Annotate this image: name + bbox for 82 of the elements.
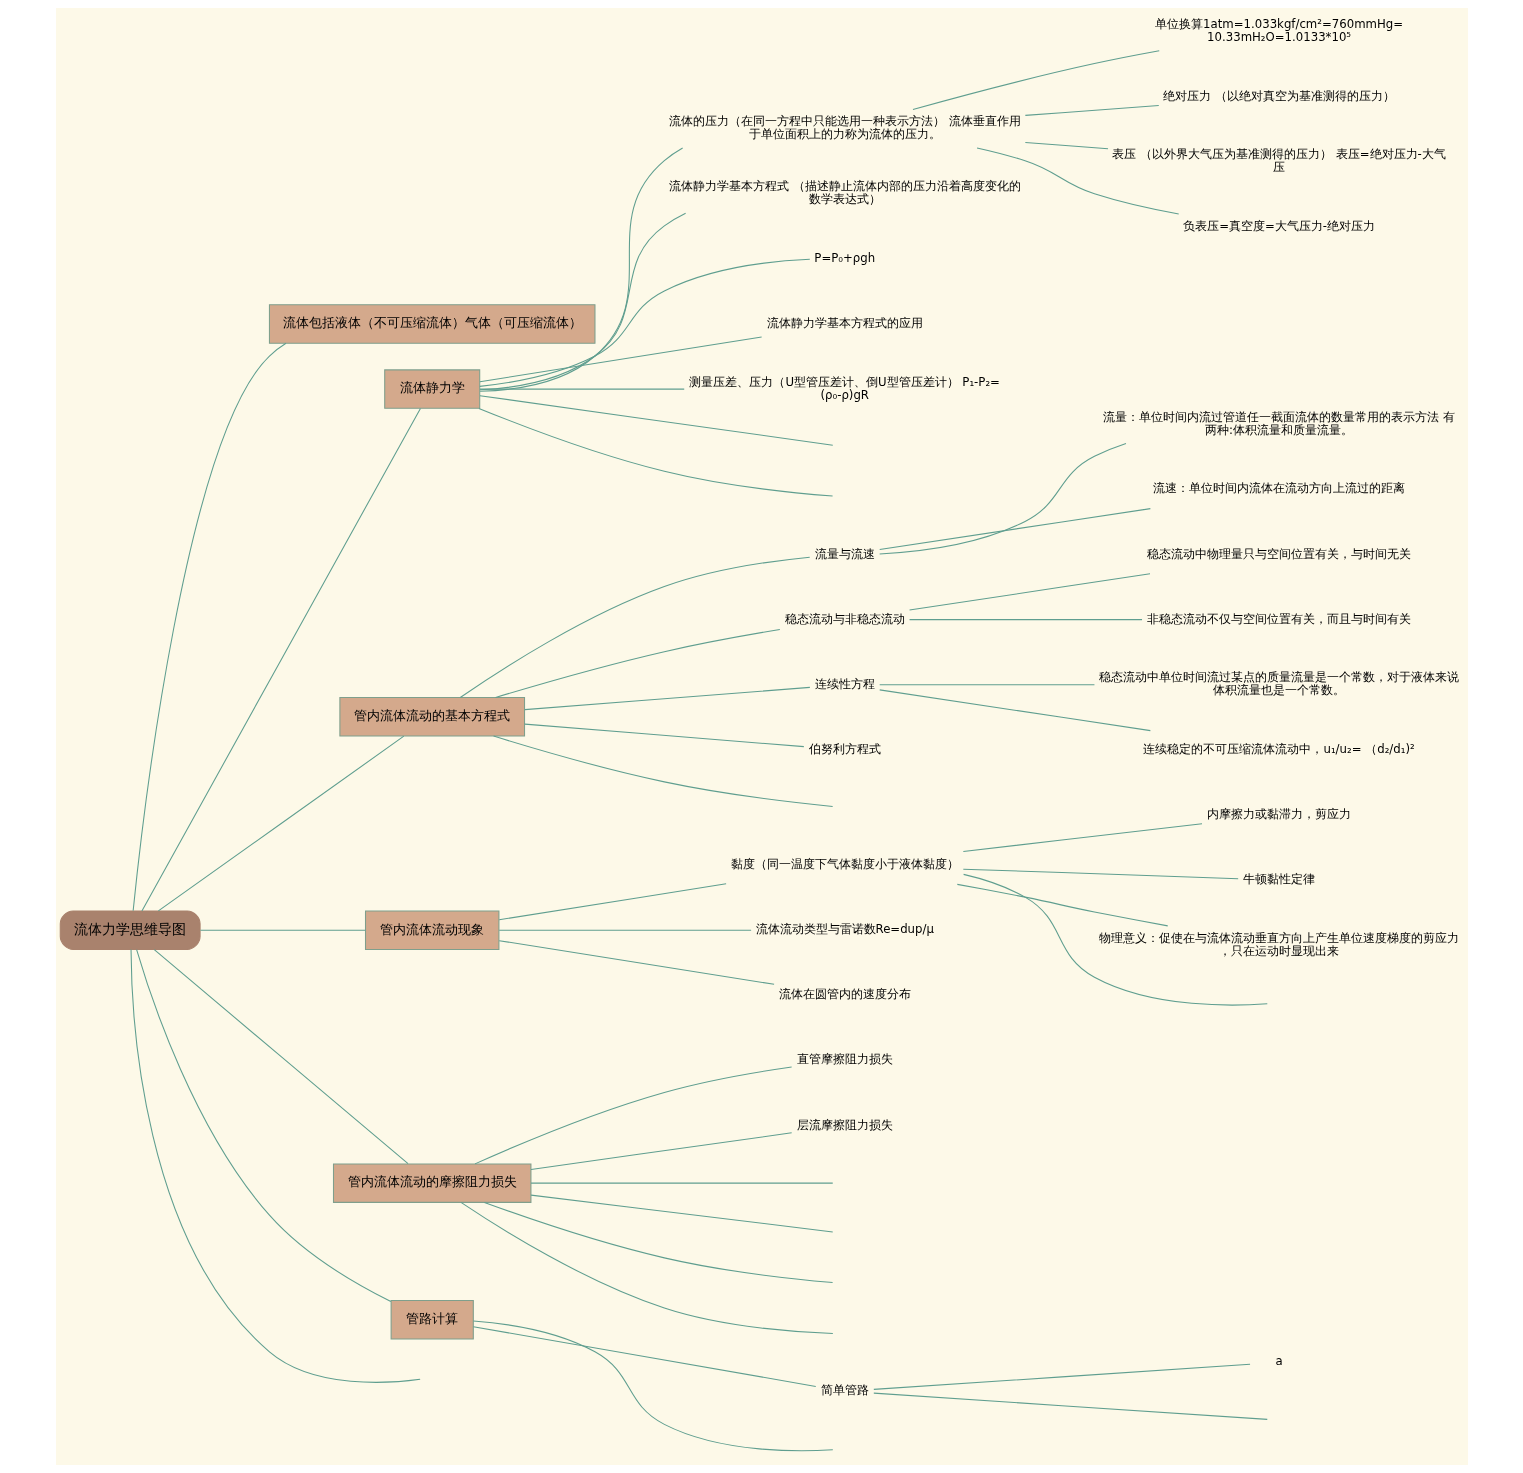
- connector: [523, 723, 804, 748]
- connector: [908, 619, 1143, 621]
- node-text: 牛顿黏性定律: [1242, 872, 1315, 887]
- connector: [479, 212, 686, 391]
- node-text: 简单管路: [820, 1383, 869, 1398]
- connector: [1024, 141, 1109, 150]
- connector: [523, 686, 810, 711]
- connector: [494, 628, 780, 698]
- connector: [878, 443, 1126, 555]
- node-text: 流量：单位时间内流过管道任一截面流体的数量常用的表示方法 有两种:体积流量和质量流量。: [1102, 409, 1455, 437]
- connector: [908, 573, 1151, 611]
- connector: [479, 147, 683, 392]
- node-text: 流量与流速: [814, 546, 875, 561]
- node-text: 单位换算1atm=1.033kgf/cm²=760mmHg=10.33mH₂O=1.0133*10⁵: [1154, 17, 1403, 44]
- node-text: 流体静力学基本方程式 （描述静止流体内部的压力沿着高度变化的数学表达式）: [668, 179, 1021, 207]
- connector: [472, 1320, 833, 1452]
- connector: [478, 336, 762, 383]
- node-box: 流体力学思维导图: [59, 910, 201, 950]
- node-text: 黏度（同一温度下气体黏度小于液体黏度）: [730, 857, 959, 872]
- connector: [477, 407, 833, 497]
- connector: [878, 689, 1151, 732]
- connector: [872, 1363, 1251, 1390]
- node-text: 流体静力学基本方程式的应用: [766, 315, 923, 330]
- connector: [483, 1201, 833, 1284]
- connector: [140, 407, 421, 912]
- node-text: 稳态流动与非稳态流动: [784, 611, 905, 626]
- node-text: 直管摩擦阻力损失: [796, 1052, 893, 1067]
- node-box: 管内流体流动的摩擦阻力损失: [332, 1163, 531, 1203]
- connector: [130, 948, 421, 1383]
- node-box: 管内流体流动现象: [364, 910, 499, 950]
- connector: [498, 929, 752, 931]
- connector: [530, 1182, 833, 1184]
- node-text: 负表压=真空度=大气压力-绝对压力: [1182, 218, 1375, 233]
- node-text: 流速：单位时间内流体在流动方向上流过的距离: [1152, 481, 1405, 496]
- connector: [459, 556, 810, 699]
- connector: [878, 508, 1151, 550]
- node-text: 流体在圆管内的速度分布: [778, 987, 911, 1002]
- node-box: 管路计算: [390, 1300, 474, 1340]
- connector: [530, 1132, 792, 1170]
- node-text: 连续性方程: [814, 676, 875, 691]
- connector: [498, 883, 727, 921]
- connector: [1024, 104, 1159, 116]
- node-text: 非稳态流动不仅与空间位置有关，而且与时间有关: [1146, 611, 1411, 626]
- connector: [478, 258, 810, 387]
- node-text: 稳态流动中物理量只与空间位置有关，与时间无关: [1146, 546, 1411, 561]
- node-text: 内摩擦力或黏滞力，剪应力: [1206, 806, 1351, 821]
- connector: [962, 823, 1203, 852]
- connector: [478, 395, 833, 446]
- node-box: 流体静力学: [383, 369, 480, 409]
- connector: [157, 735, 404, 912]
- connector: [878, 684, 1095, 686]
- node-text: 层流摩擦阻力损失: [796, 1117, 893, 1132]
- connector: [473, 1066, 792, 1165]
- connector: [962, 868, 1239, 880]
- connector: [911, 50, 1160, 110]
- connector: [492, 735, 833, 807]
- node-text: 伯努利方程式: [808, 741, 881, 756]
- connector: [498, 940, 775, 985]
- connector: [135, 949, 391, 1303]
- node-text: 流体的压力（在同一方程中只能选用一种表示方法） 流体垂直作用于单位面积上的力称为流体的压力。: [668, 114, 1021, 142]
- connector: [153, 949, 409, 1165]
- connector: [962, 873, 1268, 1006]
- connector: [199, 929, 366, 931]
- connector: [872, 1392, 1268, 1420]
- connector: [472, 1326, 816, 1387]
- node-text: 测量压差、压力（U型管压差计、倒U型管压差计） P₁-P₂=(ρ₀-ρ)gR: [688, 374, 1000, 402]
- node-text: 物理意义：促使在与流体流动垂直方向上产生单位速度梯度的剪应力，只在运动时显现出来: [1098, 930, 1459, 958]
- connector: [459, 1201, 833, 1334]
- connector: [976, 147, 1179, 215]
- connector: [530, 1194, 833, 1233]
- connector: [956, 883, 1168, 927]
- node-text: 绝对压力 （以绝对真空为基准测得的压力）: [1162, 88, 1395, 103]
- node-text: 连续稳定的不可压缩流体流动中，u₁/u₂= （d₂/d₁)²: [1142, 741, 1415, 756]
- node-text: a: [1275, 1354, 1283, 1369]
- node-box: 管内流体流动的基本方程式: [338, 697, 525, 737]
- connector: [478, 388, 685, 390]
- connector: [132, 342, 287, 912]
- node-text: 流体流动类型与雷诺数Re=dup/μ: [755, 922, 934, 937]
- node-text: 稳态流动中单位时间流过某点的质量流量是一个常数，对于液体来说体积流量也是一个常数。: [1098, 670, 1459, 698]
- node-box: 流体包括液体（不可压缩流体）气体（可压缩流体）: [268, 304, 595, 344]
- node-text: P=P₀+ρgh: [813, 250, 875, 265]
- node-text: 表压 （以外界大气压为基准测得的压力） 表压=绝对压力-大气压: [1111, 147, 1446, 175]
